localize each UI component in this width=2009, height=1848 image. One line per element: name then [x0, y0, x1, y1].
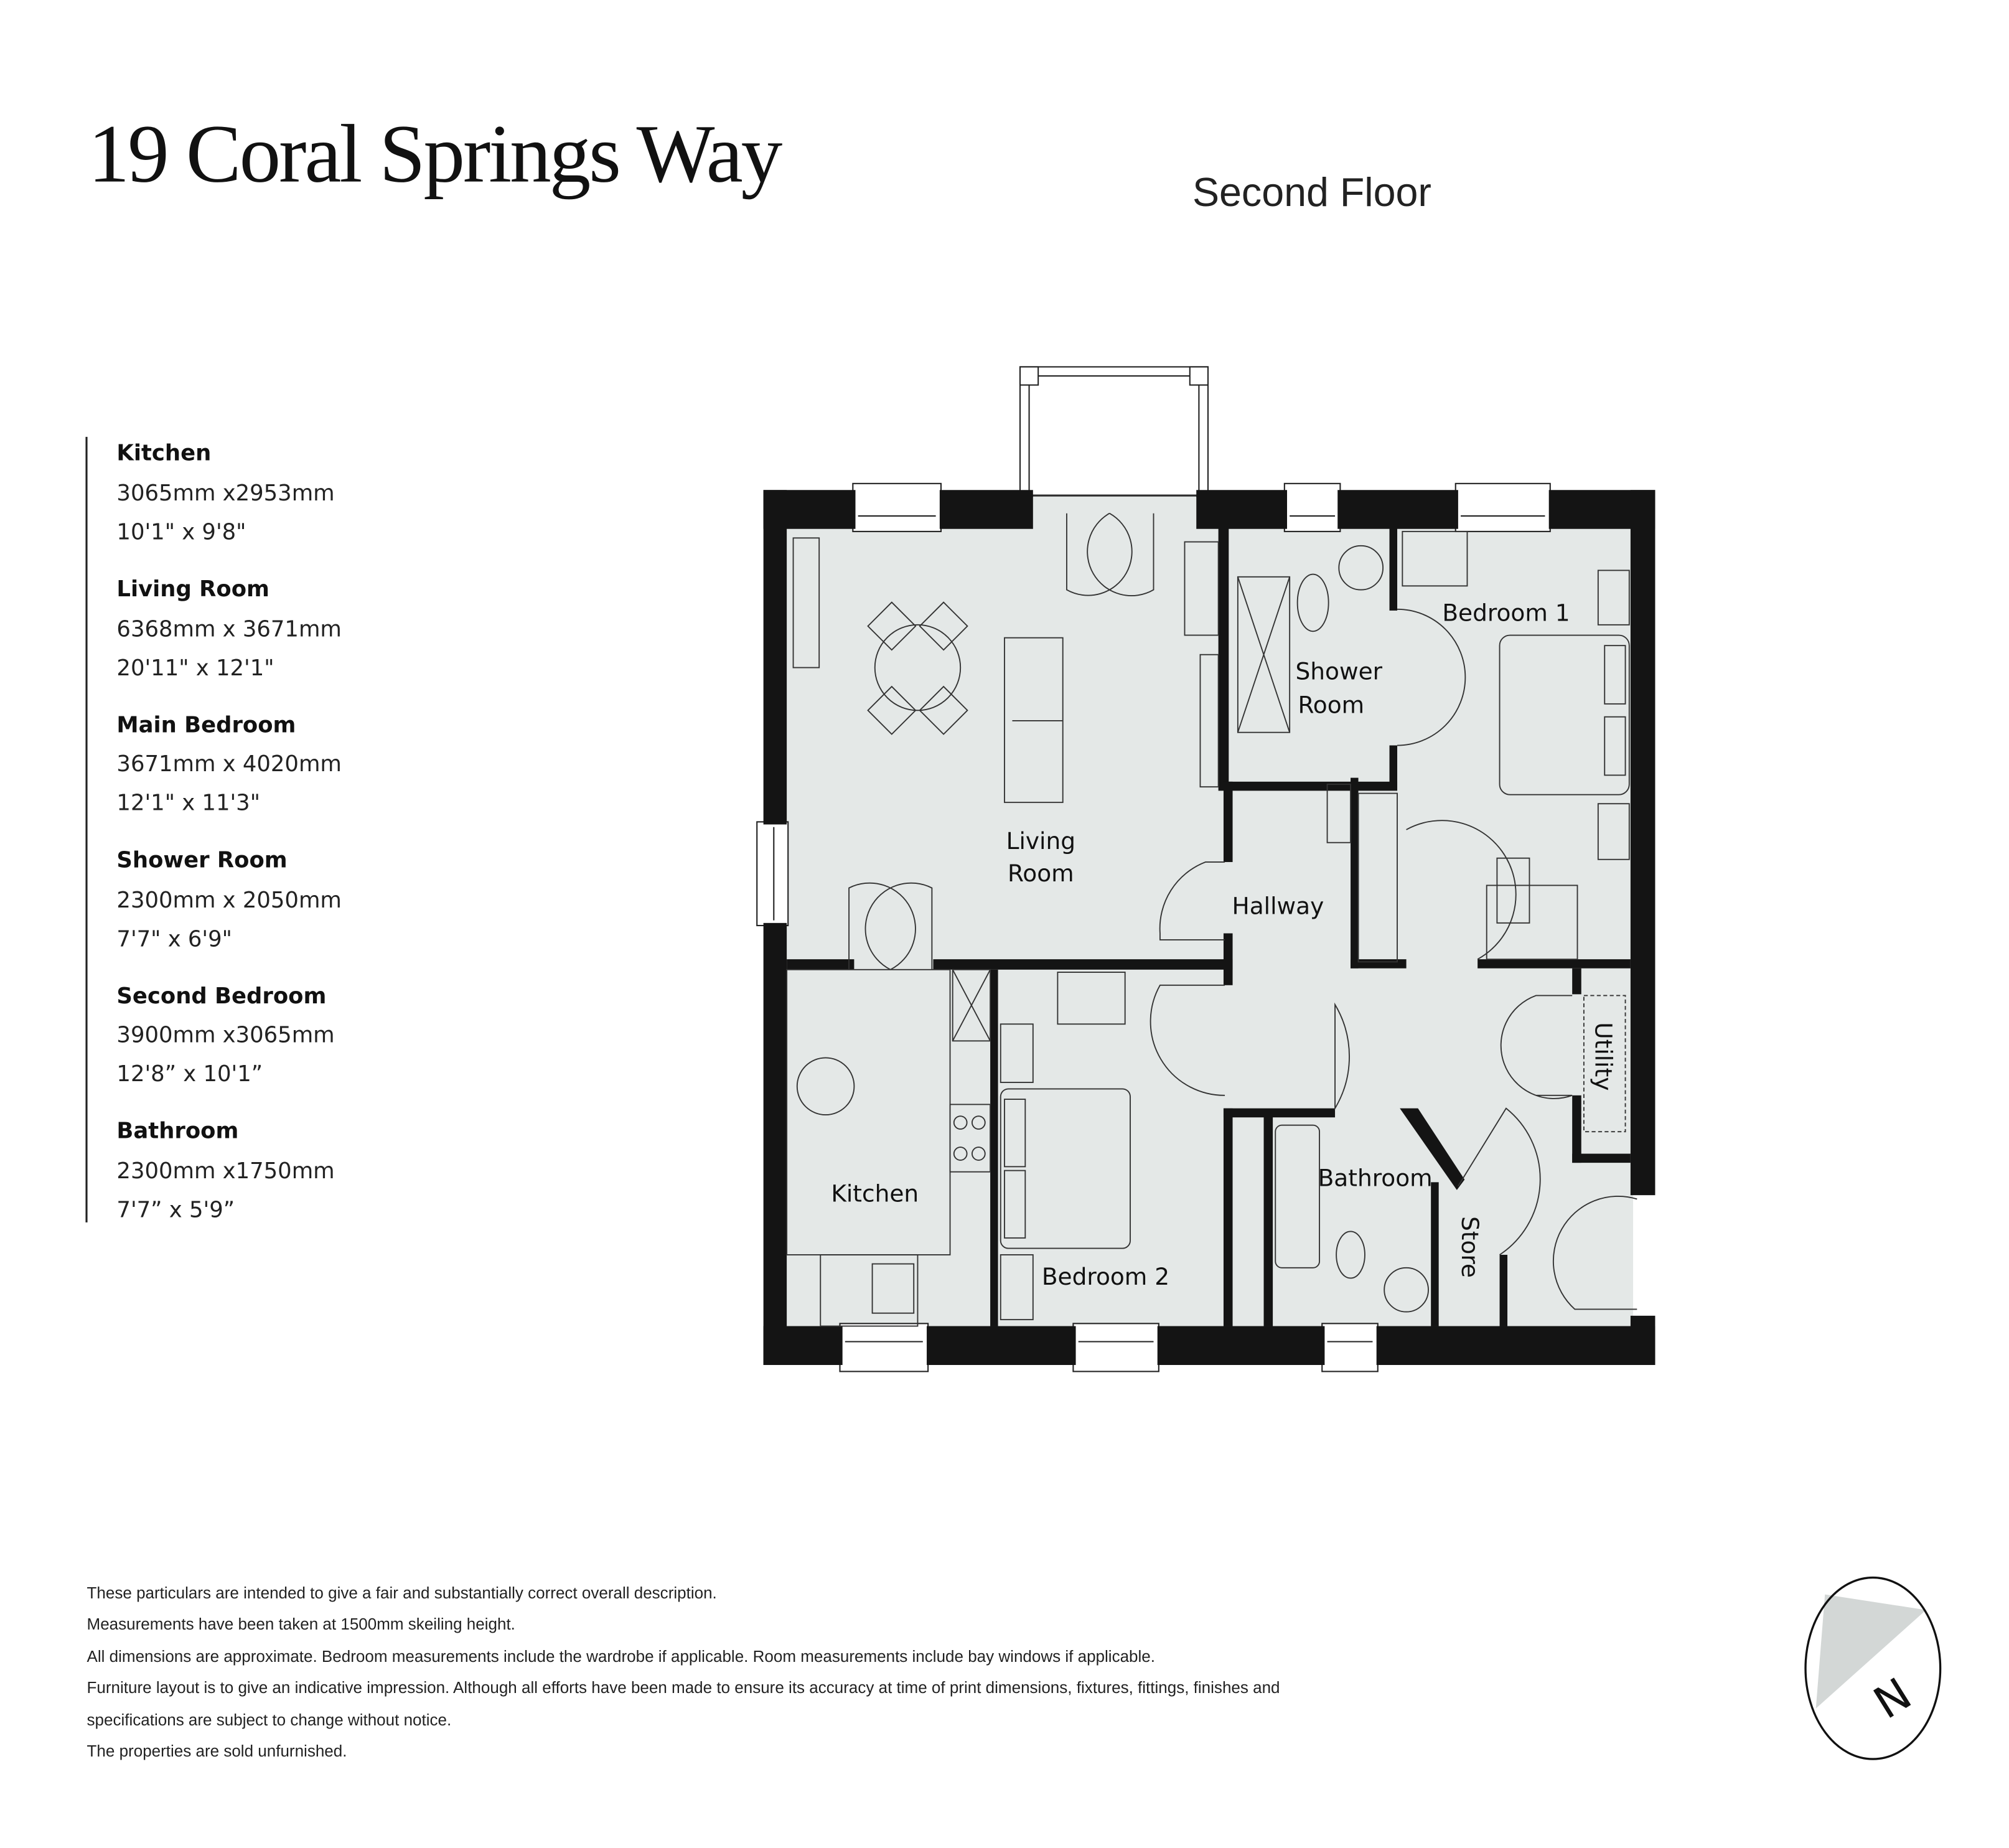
- utility-cupboard: [1583, 995, 1626, 1133]
- double-bed-1: [1499, 634, 1630, 795]
- room-metric: 6368mm x 3671mm: [116, 617, 341, 642]
- double-bed-2: [1000, 1088, 1131, 1249]
- label-kitchen: Kitchen: [831, 1180, 919, 1208]
- desk: [1486, 884, 1578, 960]
- label-bedroom-1: Bedroom 1: [1442, 599, 1570, 627]
- north-arrow-icon: N: [1804, 1576, 1942, 1760]
- room-metric: 2300mm x1750mm: [116, 1158, 334, 1184]
- room-entry-living-room: Living Room 6368mm x 3671mm 20'11" x 12'…: [116, 576, 341, 681]
- windows: [756, 482, 1551, 1372]
- disclaimer-line: All dimensions are approximate. Bedroom …: [87, 1647, 1155, 1666]
- bath: [1275, 1124, 1321, 1269]
- floor-plan: Living Room Shower Room Bedroom 1 Hallwa…: [756, 366, 1655, 1372]
- label-living-room: Room: [1008, 860, 1074, 887]
- label-store: Store: [1456, 1216, 1484, 1278]
- balcony: [1019, 366, 1209, 497]
- room-metric: 3671mm x 4020mm: [116, 751, 341, 777]
- room-entry-second-bedroom: Second Bedroom 3900mm x3065mm 12'8” x 10…: [116, 983, 334, 1087]
- room-imperial: 12'1" x 11'3": [116, 790, 260, 816]
- disclaimer-line: These particulars are intended to give a…: [87, 1583, 717, 1602]
- disclaimer-line: Measurements have been taken at 1500mm s…: [87, 1615, 515, 1633]
- label-utility: Utility: [1590, 1022, 1618, 1091]
- floor-area: [784, 525, 1634, 1329]
- label-shower-room: Room: [1298, 691, 1364, 718]
- schedule-divider: [85, 436, 88, 1222]
- shower-tray: [1237, 576, 1291, 733]
- toilet: [1296, 573, 1329, 632]
- disclaimer-line: The properties are sold unfurnished.: [87, 1742, 347, 1760]
- floor-title: Second Floor: [1192, 170, 1431, 215]
- furniture: [786, 530, 1630, 1327]
- room-imperial: 20'11" x 12'1": [116, 655, 274, 681]
- room-entry-bathroom: Bathroom 2300mm x1750mm 7'7” x 5'9”: [116, 1119, 334, 1223]
- room-imperial: 10'1" x 9'8": [116, 519, 246, 545]
- room-name: Living Room: [116, 576, 269, 602]
- room-metric: 3900mm x3065mm: [116, 1022, 334, 1048]
- room-metric: 3065mm x2953mm: [116, 481, 334, 506]
- room-name: Second Bedroom: [116, 983, 326, 1009]
- room-imperial: 12'8” x 10'1”: [116, 1061, 263, 1087]
- doors: [848, 512, 1637, 1310]
- disclaimer-line: specifications are subject to change wit…: [87, 1710, 452, 1729]
- label-bedroom-2: Bedroom 2: [1042, 1263, 1169, 1290]
- room-name: Shower Room: [116, 847, 287, 873]
- room-name: Main Bedroom: [116, 713, 296, 738]
- disclaimer: These particulars are intended to give a…: [87, 1583, 1280, 1760]
- room-name: Kitchen: [116, 440, 211, 466]
- sideboard: [792, 537, 820, 668]
- room-imperial: 7'7" x 6'9": [116, 926, 232, 952]
- room-metric: 2300mm x 2050mm: [116, 888, 341, 913]
- dining-table: [874, 624, 962, 711]
- walls: [763, 490, 1655, 1365]
- room-imperial: 7'7” x 5'9”: [116, 1198, 235, 1223]
- room-name: Bathroom: [116, 1119, 238, 1144]
- label-bathroom: Bathroom: [1318, 1165, 1433, 1192]
- sofa: [1004, 637, 1064, 804]
- room-entry-main-bedroom: Main Bedroom 3671mm x 4020mm 12'1" x 11'…: [116, 713, 341, 816]
- label-living: Living: [1006, 827, 1075, 855]
- label-shower: Shower: [1296, 657, 1383, 685]
- label-hallway: Hallway: [1232, 892, 1324, 919]
- sink: [871, 1263, 915, 1314]
- room-entry-kitchen: Kitchen 3065mm x2953mm 10'1" x 9'8": [116, 440, 334, 545]
- room-entry-shower-room: Shower Room 2300mm x 2050mm 7'7" x 6'9": [116, 847, 341, 952]
- property-address-title: 19 Coral Springs Way: [88, 108, 783, 200]
- disclaimer-line: Furniture layout is to give an indicativ…: [87, 1678, 1280, 1697]
- room-schedule: Kitchen 3065mm x2953mm 10'1" x 9'8" Livi…: [85, 436, 342, 1223]
- basin: [1338, 545, 1384, 591]
- compass-letter: N: [1865, 1667, 1920, 1728]
- room-labels: Living Room Shower Room Bedroom 1 Hallwa…: [831, 599, 1617, 1290]
